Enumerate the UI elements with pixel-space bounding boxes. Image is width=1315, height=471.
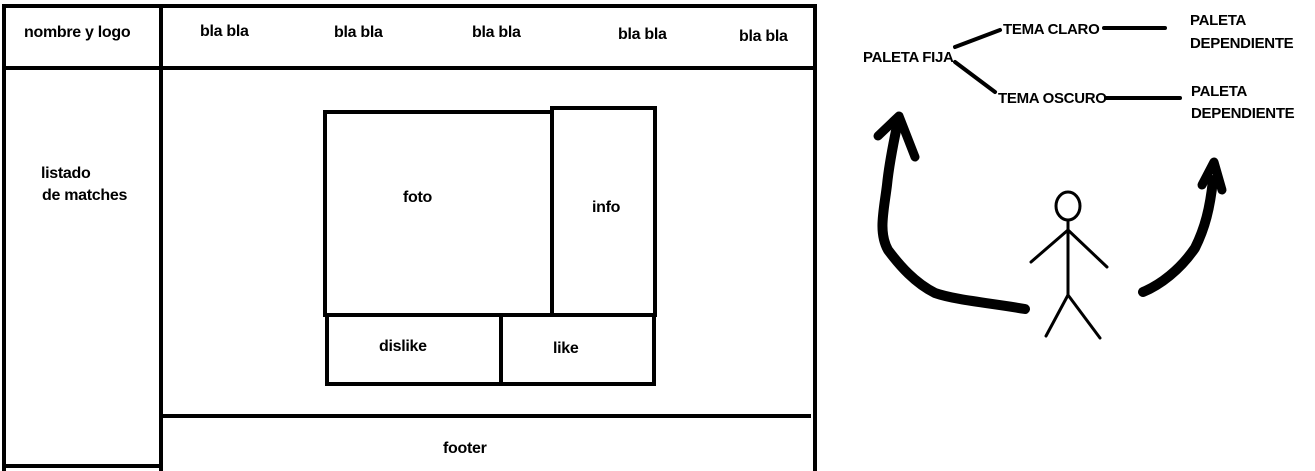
nav-item-5: bla bla: [739, 28, 788, 45]
frame-left-border: [2, 4, 6, 471]
sidebar-bottom-border: [2, 464, 163, 468]
nav-item-2: bla bla: [334, 24, 383, 41]
dark-dependent-line1: PALETA: [1191, 83, 1247, 100]
light-dependent-line2: DEPENDIENTE: [1190, 35, 1294, 52]
sidebar-label-line2: de matches: [42, 187, 128, 204]
header-bottom-border: [2, 66, 817, 70]
nav-item-1: bla bla: [200, 23, 249, 40]
footer-top-border: [161, 414, 811, 418]
stick-figure-icon: [1029, 190, 1109, 340]
frame-right-border: [813, 4, 817, 471]
right-arrow-icon: [1138, 175, 1218, 297]
like-button[interactable]: [499, 313, 656, 386]
frame-top-border: [2, 4, 817, 8]
info-label: info: [592, 199, 621, 216]
left-arrow-head-icon: [873, 111, 920, 162]
sidebar-label-line1: listado: [41, 165, 91, 182]
nav-item-3: bla bla: [472, 24, 521, 41]
left-arrow-icon: [877, 121, 1030, 314]
palette-root-label: PALETA FIJA: [863, 49, 954, 66]
logo-area: nombre y logo: [24, 24, 131, 41]
footer-label: footer: [443, 440, 487, 457]
dislike-label: dislike: [379, 338, 427, 355]
sidebar-divider: [159, 4, 163, 471]
connector-root-light: [953, 28, 1002, 49]
light-theme-label: TEMA CLARO: [1003, 21, 1100, 38]
dark-theme-label: TEMA OSCURO: [998, 90, 1107, 107]
connector-root-dark: [953, 60, 997, 94]
photo-label: foto: [403, 189, 433, 206]
nav-item-4: bla bla: [618, 26, 667, 43]
like-label: like: [553, 340, 579, 357]
dark-dependent-line2: DEPENDIENTE: [1191, 105, 1295, 122]
right-arrow-head-icon: [1197, 157, 1227, 195]
light-dependent-line1: PALETA: [1190, 12, 1246, 29]
